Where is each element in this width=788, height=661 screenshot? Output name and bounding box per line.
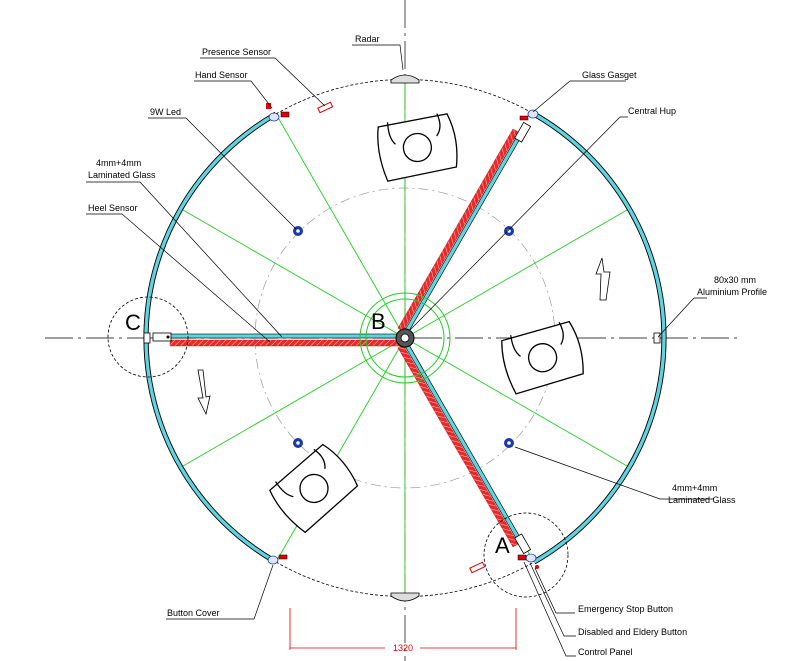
rotation-arrow-icon [197, 257, 611, 416]
label-laminated-glass-right-2: Laminated Glass [668, 495, 736, 505]
point-a-label: A [495, 533, 510, 558]
label-radar: Radar [355, 34, 380, 44]
label-presence-sensor: Presence Sensor [202, 47, 271, 57]
label-glass-gasget: Glass Gasget [582, 70, 637, 80]
door-wing-a [397, 341, 532, 555]
label-aluminium-profile-1: 80x30 mm [714, 275, 756, 285]
led-icon [504, 438, 514, 448]
label-heel-sensor: Heel Sensor [88, 203, 138, 213]
led-icon [293, 438, 303, 448]
control-panel-icon [517, 553, 539, 569]
point-c-label: C [125, 310, 141, 335]
label-laminated-glass-left-2: Laminated Glass [88, 170, 156, 180]
label-hand-sensor: Hand Sensor [195, 70, 248, 80]
button-cover-icon [267, 554, 288, 565]
door-wing-c [152, 332, 401, 347]
presence-sensor-top [317, 101, 334, 114]
leader-lines [86, 44, 714, 657]
label-laminated-glass-left-1: 4mm+4mm [96, 158, 141, 168]
label-laminated-glass-right-1: 4mm+4mm [672, 483, 717, 493]
label-9w-led: 9W Led [150, 107, 181, 117]
label-control-panel: Control Panel [578, 647, 633, 657]
pivot-circle-c [107, 296, 189, 378]
dimension-label: 1320 [393, 643, 413, 653]
glass-gasket-icon [519, 109, 539, 121]
label-emergency-stop: Emergency Stop Button [578, 604, 673, 614]
outer-glass-right [532, 111, 667, 565]
presence-sensor-bottom [469, 561, 486, 574]
hand-sensor-icon [266, 103, 290, 122]
central-hub-core [400, 333, 410, 343]
point-b-label: B [371, 309, 386, 334]
central-hub-ring-inner [365, 298, 445, 378]
radar-icon [390, 74, 420, 602]
central-hub-ring [359, 292, 451, 384]
aluminium-profile-left [143, 332, 151, 344]
led-lights [293, 226, 514, 448]
pivot-circle-a [483, 512, 569, 598]
led-icon [504, 226, 514, 236]
label-aluminium-profile-2: Aluminium Profile [697, 287, 767, 297]
label-button-cover: Button Cover [167, 608, 220, 618]
aluminium-profile-right [653, 332, 661, 344]
person-figure [269, 113, 584, 534]
label-central-hup: Central Hup [628, 106, 676, 116]
dimension-line [289, 608, 517, 650]
label-disabled-elderly: Disabled and Eldery Button [578, 627, 687, 637]
